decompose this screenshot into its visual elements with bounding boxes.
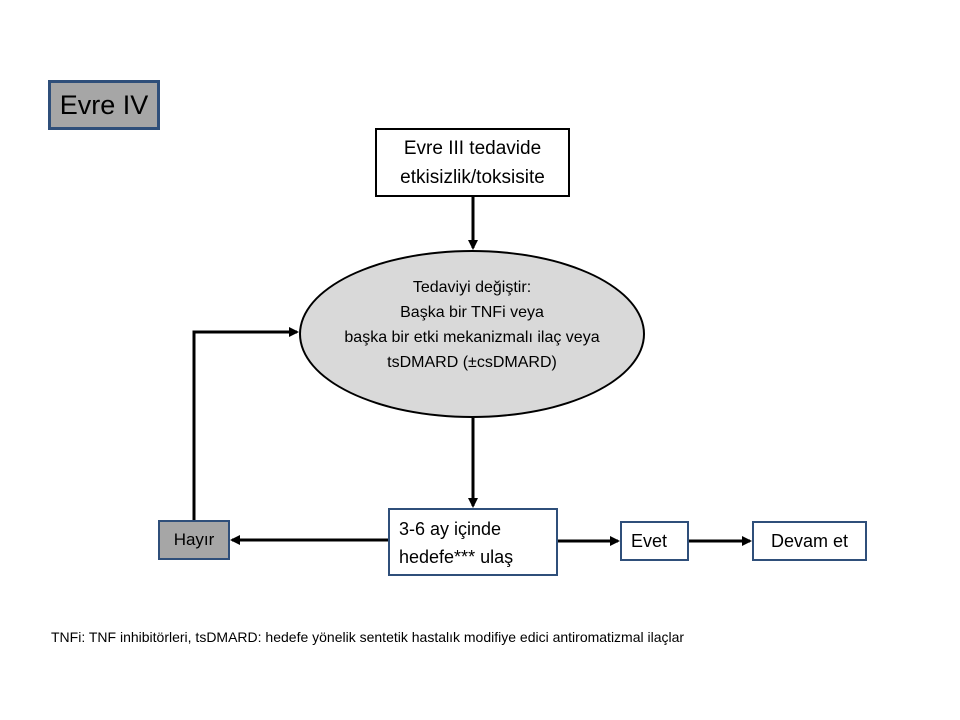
- treatment-line2: Başka bir TNFi veya: [400, 304, 544, 321]
- stage-label: Evre IV: [48, 80, 160, 130]
- start-box-line2: etkisizlik/toksisite: [400, 167, 545, 188]
- treatment-line3: başka bir etki mekanizmalı ilaç veya: [344, 329, 600, 346]
- treatment-change-ellipse: Tedaviyi değiştir: Başka bir TNFi veya b…: [299, 250, 645, 418]
- treatment-line1: Tedaviyi değiştir:: [412, 279, 532, 296]
- no-box: Hayır: [158, 520, 230, 560]
- target-box-line1: 3-6 ay içinde: [399, 519, 502, 539]
- footnote: TNFi: TNF inhibitörleri, tsDMARD: hedefe…: [51, 629, 685, 645]
- treatment-line4: tsDMARD (±csDMARD): [387, 354, 557, 371]
- start-box-line1: Evre III tedavide: [403, 138, 542, 159]
- continue-box: Devam et: [752, 521, 867, 561]
- arrow-no-loop-to-ellipse: [192, 327, 299, 520]
- yes-box: Evet: [620, 521, 689, 561]
- target-box: 3-6 ay içinde hedefe*** ulaş: [388, 508, 558, 576]
- target-box-line2: hedefe*** ulaş: [399, 547, 514, 567]
- start-box: Evre III tedavide etkisizlik/toksisite: [375, 128, 570, 197]
